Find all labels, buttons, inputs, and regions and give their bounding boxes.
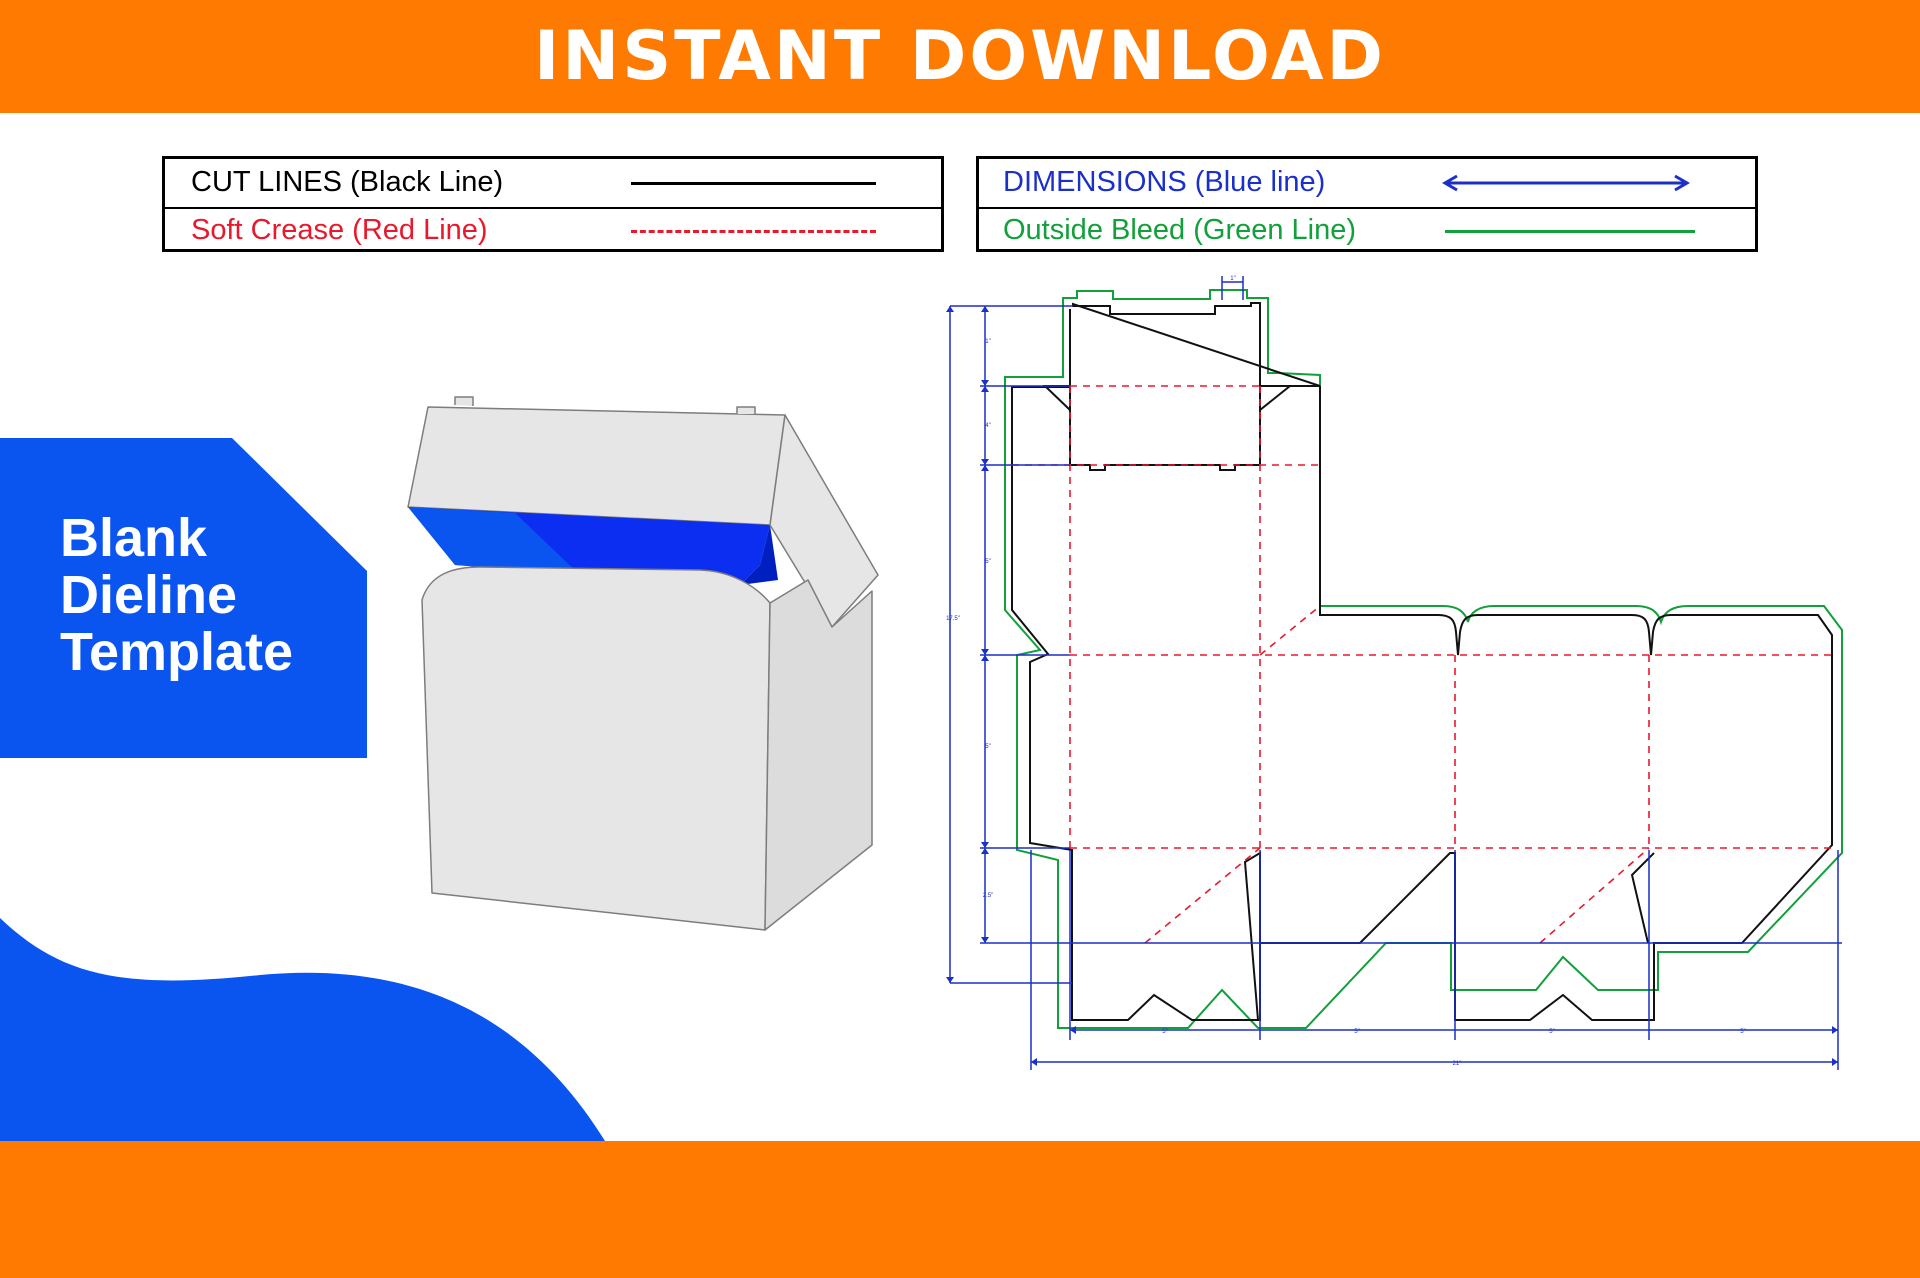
dieline-diagram: 1" 1" 4" 5" 5" 2.5" 17.5" 5" 5" 5" 5" 21…	[946, 276, 1843, 1070]
crease-lines	[1012, 385, 1832, 944]
dim-h4: 5"	[1740, 1029, 1745, 1035]
legend-row-crease: Soft Crease (Red Line)	[165, 207, 941, 255]
bleed-outline	[1004, 289, 1843, 1029]
side-panel-shape	[0, 438, 367, 758]
dim-total-height: 17.5"	[946, 616, 960, 622]
top-banner: INSTANT DOWNLOAD	[0, 0, 1920, 113]
legend-crease-sample	[631, 230, 876, 233]
dim-h1: 5"	[1162, 1029, 1167, 1035]
box-3d-illustration	[407, 396, 879, 931]
dim-v2: 4"	[985, 423, 990, 429]
legend-row-dimensions: DIMENSIONS (Blue line)	[979, 159, 1755, 209]
dim-v5: 2.5"	[983, 893, 993, 899]
legend-dimensions-arrow-icon	[1442, 174, 1690, 192]
cut-outline	[1072, 302, 1321, 387]
legend-cut-sample	[631, 182, 876, 185]
legend-bleed-label: Outside Bleed (Green Line)	[1003, 214, 1357, 246]
legend-row-bleed: Outside Bleed (Green Line)	[979, 207, 1755, 255]
dim-total-width: 21"	[1453, 1061, 1462, 1067]
dim-v4: 5"	[985, 744, 990, 750]
box-front-face	[421, 566, 771, 931]
legend-bleed-sample	[1445, 230, 1695, 233]
banner-title: INSTANT DOWNLOAD	[533, 17, 1386, 96]
dim-v3: 5"	[985, 559, 990, 565]
side-title-line2: Dieline	[60, 565, 238, 625]
bottom-banner	[0, 1141, 1920, 1278]
side-title: Blank Dieline Template	[60, 510, 293, 681]
bottom-wave-shape	[0, 918, 605, 1141]
legend-crease-label: Soft Crease (Red Line)	[191, 214, 488, 246]
legend-dimensions-label: DIMENSIONS (Blue line)	[1003, 166, 1326, 198]
dim-v1: 1"	[985, 339, 990, 345]
legend-row-cut: CUT LINES (Black Line)	[165, 159, 941, 209]
side-title-line3: Template	[60, 622, 294, 682]
box-lid-top	[407, 406, 786, 526]
legend-right: DIMENSIONS (Blue line) Outside Bleed (Gr…	[976, 156, 1758, 252]
side-title-line1: Blank	[60, 508, 208, 568]
dim-h2: 5"	[1354, 1029, 1359, 1035]
dim-top-flap: 1"	[1230, 276, 1235, 282]
dimension-lines	[949, 276, 1842, 1070]
box-side-face	[764, 579, 873, 931]
legend-left: CUT LINES (Black Line) Soft Crease (Red …	[162, 156, 944, 252]
legend-cut-label: CUT LINES (Black Line)	[191, 166, 504, 198]
dim-h3: 5"	[1549, 1029, 1554, 1035]
